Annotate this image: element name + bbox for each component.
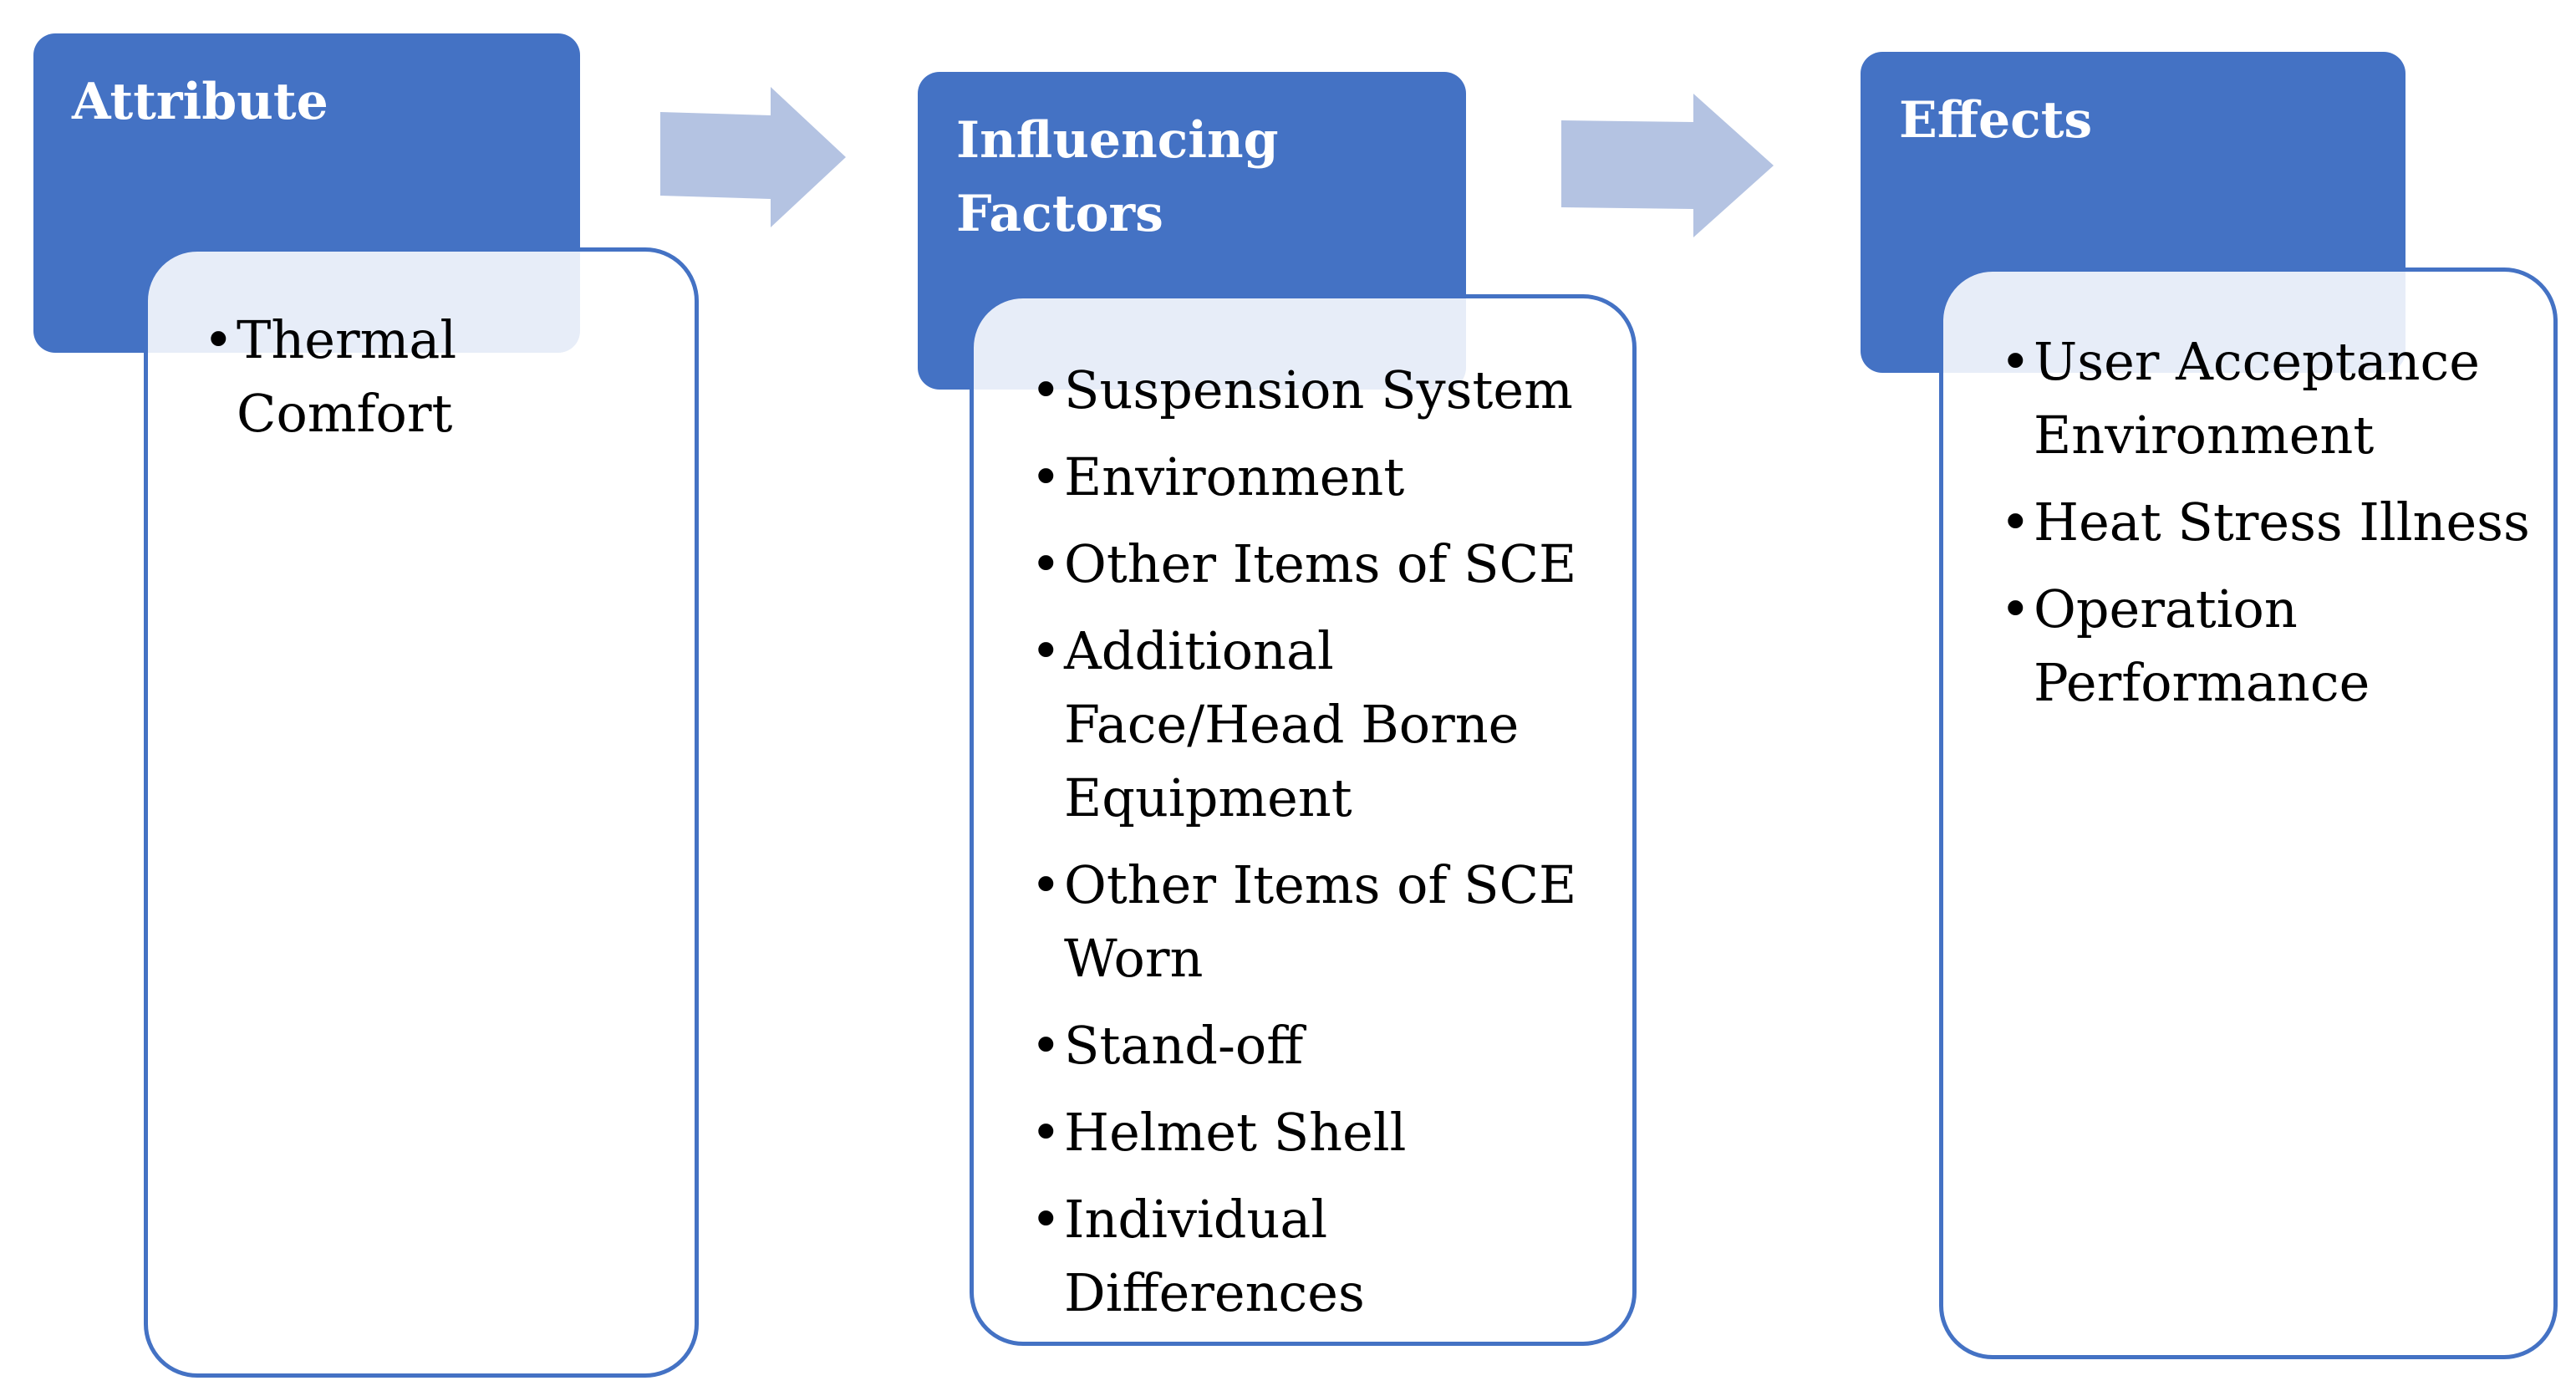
- influencing-factors-title-line1: Influencing: [956, 111, 1279, 170]
- effect-item: User Acceptance Environment: [2000, 325, 2537, 472]
- effect-item: Operation Performance: [2000, 573, 2537, 720]
- right-arrow-icon: [1561, 94, 1774, 237]
- attribute-content-box: Thermal Comfort: [144, 247, 699, 1378]
- influencing-factors-content-box: Suspension System Environment Other Item…: [970, 294, 1637, 1346]
- effects-list: User Acceptance Environment Heat Stress …: [2000, 325, 2537, 720]
- factor-item: Environment: [1031, 441, 1616, 514]
- influencing-factors-list: Suspension System Environment Other Item…: [1031, 354, 1616, 1330]
- effect-item: Heat Stress Illness: [2000, 486, 2537, 559]
- attribute-title: Attribute: [72, 73, 328, 131]
- factor-item: Helmet Shell: [1031, 1096, 1616, 1169]
- influencing-factors-title-line2: Factors: [956, 185, 1163, 243]
- attribute-list: Thermal Comfort: [203, 303, 669, 451]
- factor-item: Other Items of SCE Worn: [1031, 848, 1616, 996]
- effects-content-box: User Acceptance Environment Heat Stress …: [1939, 268, 2558, 1359]
- attribute-item: Thermal Comfort: [203, 303, 669, 451]
- right-arrow-icon: [660, 87, 846, 227]
- effects-title: Effects: [1899, 91, 2093, 150]
- factor-item: Stand-off: [1031, 1009, 1616, 1083]
- factor-item: Individual Differences: [1031, 1183, 1616, 1330]
- factor-item: Other Items of SCE: [1031, 527, 1616, 601]
- factor-item: Additional Face/Head Borne Equipment: [1031, 614, 1616, 835]
- factor-item: Suspension System: [1031, 354, 1616, 427]
